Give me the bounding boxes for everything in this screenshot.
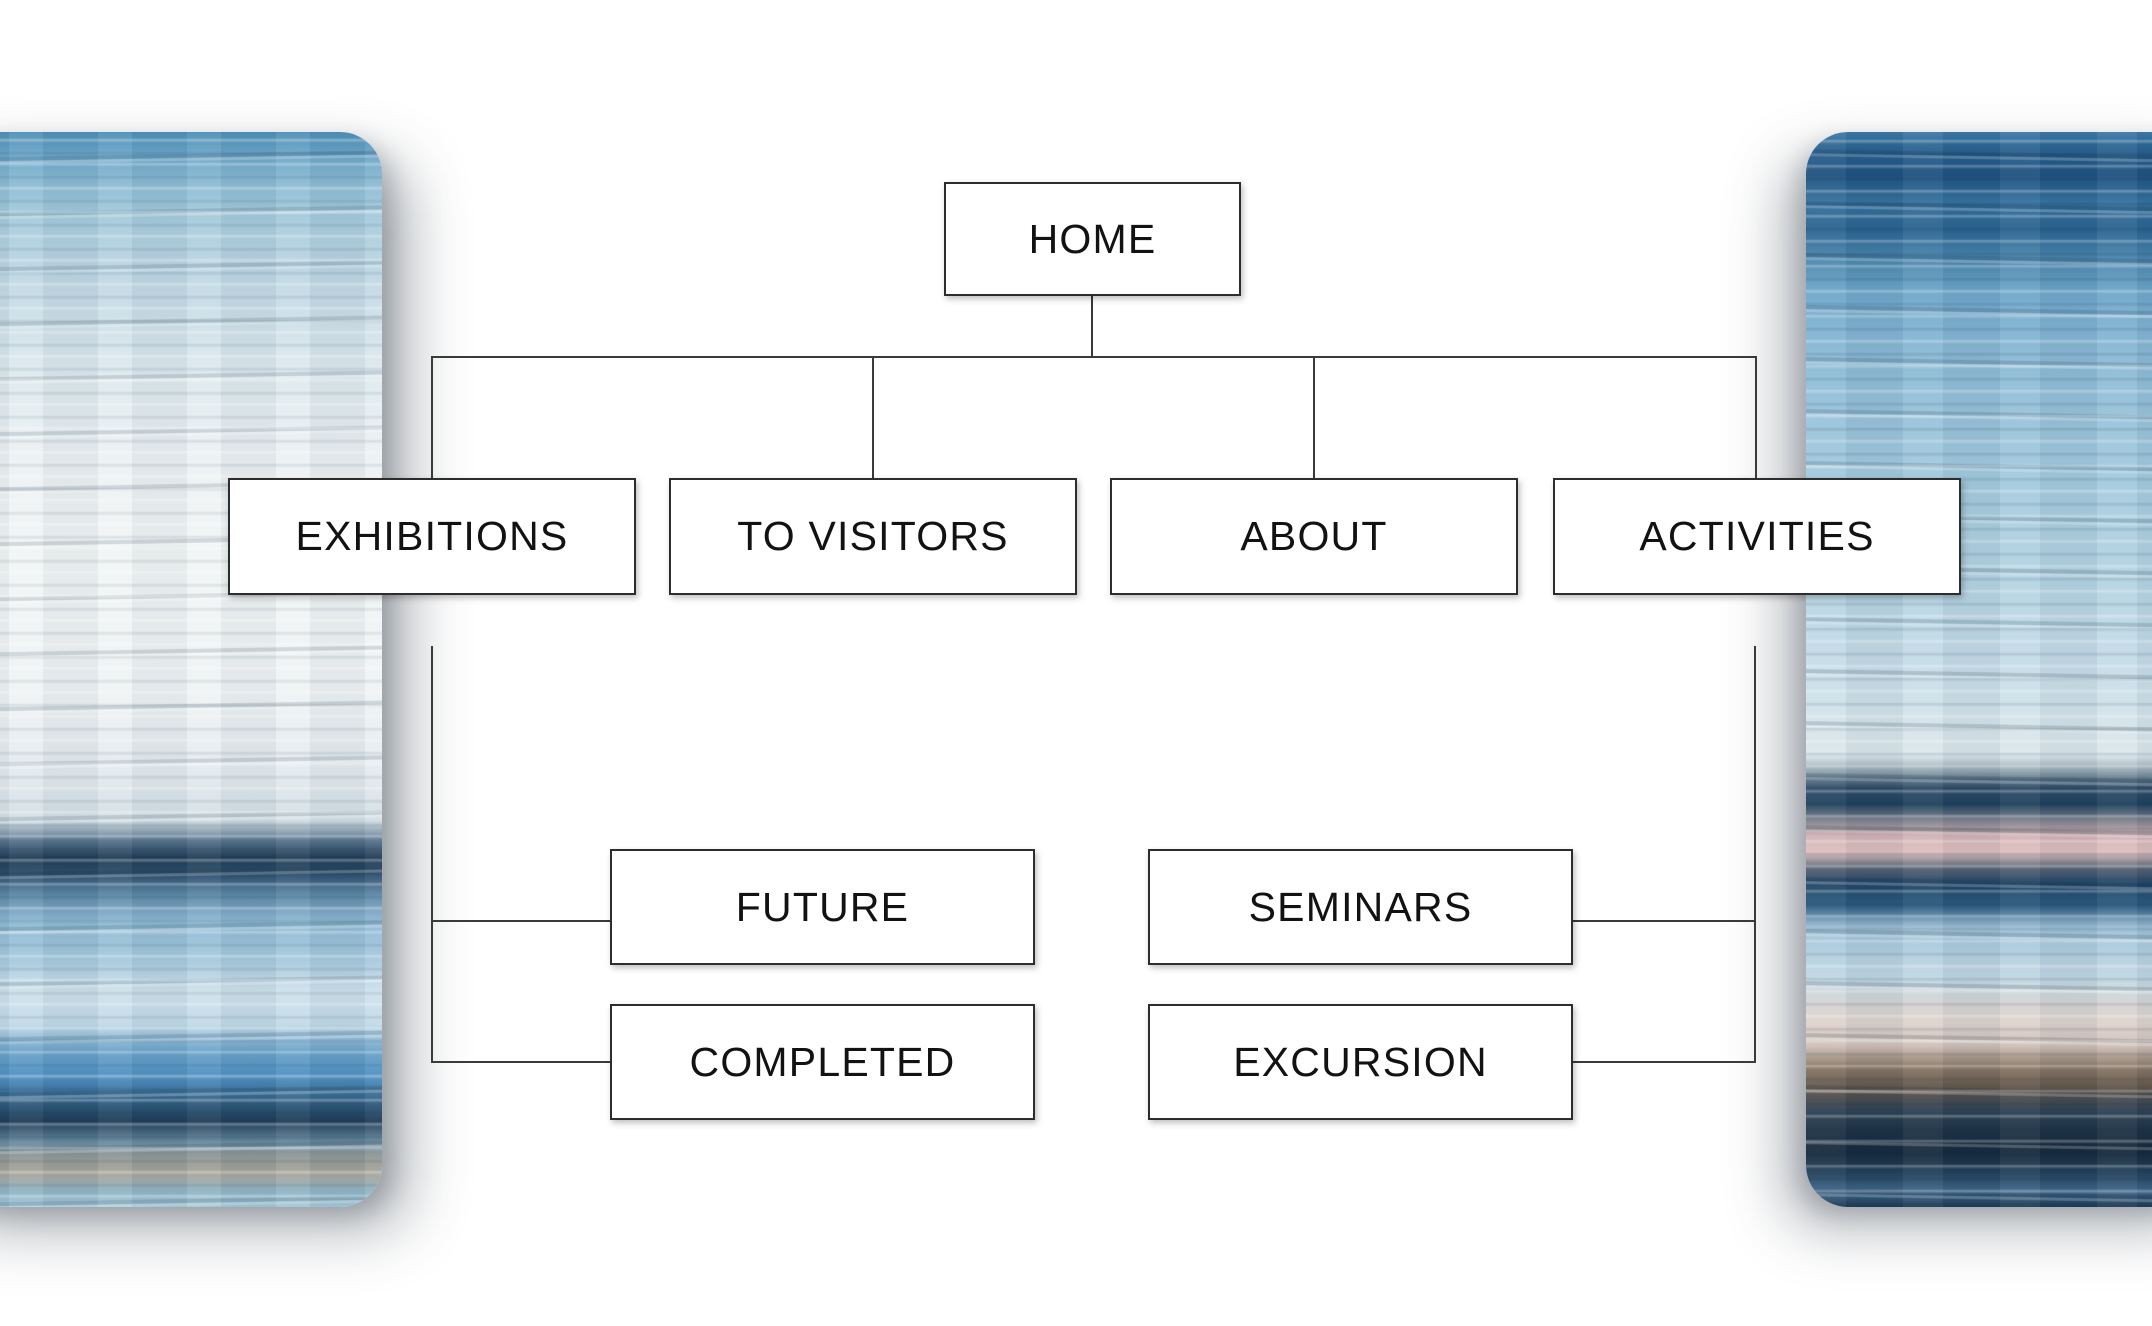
connector-branch-excursion	[1573, 1061, 1756, 1063]
node-future: FUTURE	[610, 849, 1035, 965]
node-to-visitors: TO VISITORS	[669, 478, 1077, 595]
connector-activities-drop	[1754, 646, 1756, 1063]
connector-exhibitions-drop	[431, 646, 433, 1063]
connector-branch-seminars	[1573, 920, 1756, 922]
node-activities: ACTIVITIES	[1553, 478, 1961, 595]
connector-stub-exhibitions	[431, 356, 433, 478]
connector-branch-future	[431, 920, 611, 922]
node-exhibitions: EXHIBITIONS	[228, 478, 636, 595]
connector-stub-activities	[1755, 356, 1757, 478]
left-artwork-image	[0, 132, 382, 1207]
node-seminars: SEMINARS	[1148, 849, 1573, 965]
connector-stub-to-visitors	[872, 356, 874, 478]
connector-stub-about	[1313, 356, 1315, 478]
right-artwork-image	[1806, 132, 2152, 1207]
connector-rail	[431, 356, 1757, 358]
node-completed: COMPLETED	[610, 1004, 1035, 1120]
right-artwork-paint-texture	[1806, 132, 2152, 1207]
connector-branch-completed	[431, 1061, 611, 1063]
connector-home-drop	[1091, 296, 1093, 358]
node-excursion: EXCURSION	[1148, 1004, 1573, 1120]
node-home: HOME	[944, 182, 1241, 296]
left-artwork-paint-texture	[0, 132, 382, 1207]
node-about: ABOUT	[1110, 478, 1518, 595]
